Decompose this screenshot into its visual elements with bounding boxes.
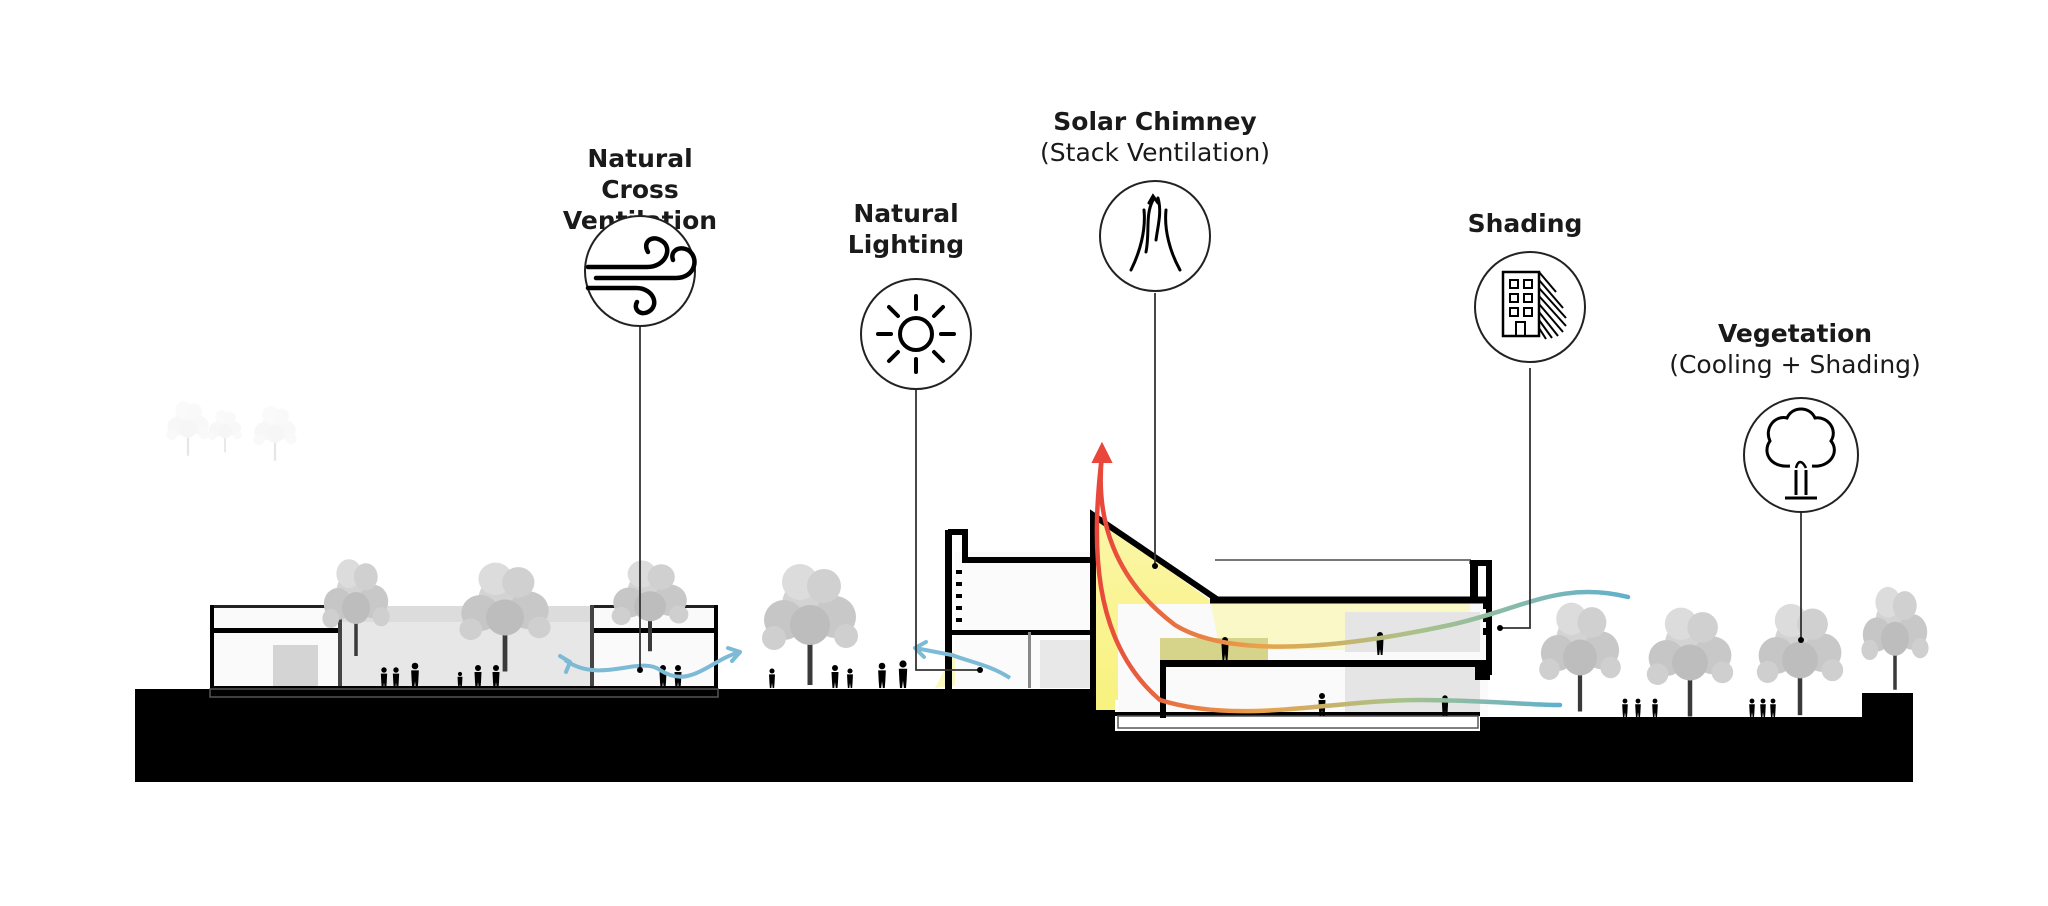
callout-title-line: Solar Chimney	[1053, 107, 1257, 136]
callout-title-line: Cross Ventilation	[563, 175, 717, 235]
callout-label-vegetation: Vegetation (Cooling + Shading)	[1640, 318, 1950, 380]
callout-label-shading: Shading	[1400, 208, 1650, 239]
wind-icon	[584, 215, 697, 327]
right-building	[1115, 559, 1492, 729]
cross-ventilation-airflow	[558, 640, 1012, 680]
callout-title-line: Lighting	[847, 230, 965, 259]
callout-title-line: Vegetation	[1717, 319, 1873, 348]
callout-label-solar-chimney: Solar Chimney (Stack Ventilation)	[1020, 106, 1290, 168]
chimney-airflow-icon	[1099, 180, 1211, 292]
background-trees	[165, 400, 298, 462]
leader-lines	[639, 293, 1802, 671]
middle-building	[945, 529, 1095, 690]
callout-subtitle: (Cooling + Shading)	[1669, 350, 1921, 379]
ground-section	[135, 689, 1913, 782]
callout-label-natural-lighting: Natural Lighting	[806, 198, 1006, 260]
shaded-building-icon	[1474, 251, 1586, 363]
callout-title-line: Shading	[1467, 209, 1583, 238]
callout-title-line: Natural	[587, 144, 693, 173]
tree-icon	[1743, 397, 1859, 513]
callout-subtitle: (Stack Ventilation)	[1040, 138, 1270, 167]
leader-dots	[637, 563, 1804, 673]
sun-icon	[860, 278, 972, 390]
callout-label-cross-ventilation: Natural Cross Ventilation	[520, 143, 760, 236]
callout-title-line: Natural	[853, 199, 959, 228]
